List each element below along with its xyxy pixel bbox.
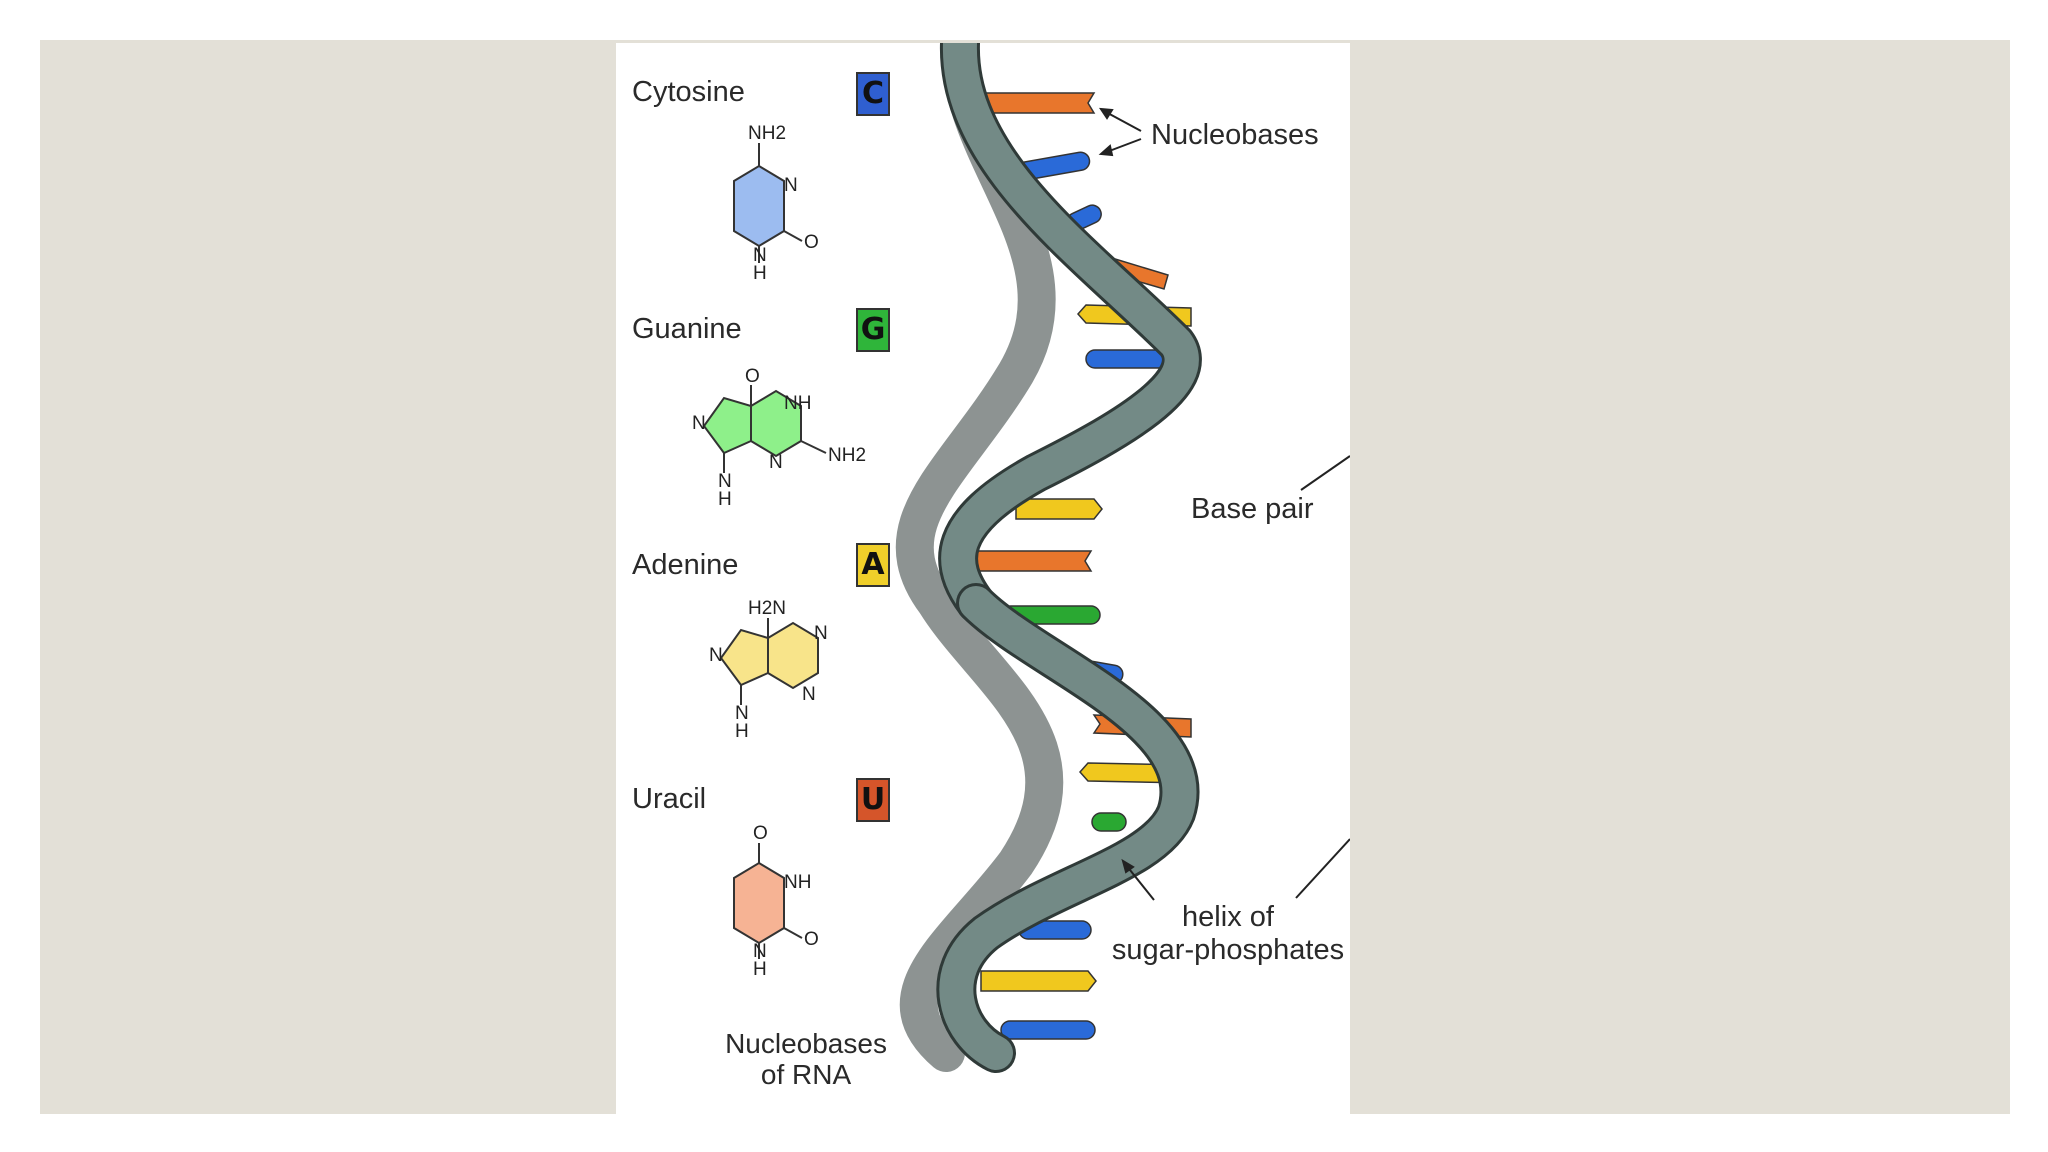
caption-line1: Nucleobases — [725, 1028, 887, 1059]
guanine-structure — [702, 385, 827, 473]
adenine-structure — [719, 618, 819, 705]
guanine-atom-o: O — [745, 366, 760, 387]
helix-label-line2: sugar-phosphates — [1111, 934, 1345, 966]
uracil-atom-n-bottom: N — [753, 941, 767, 962]
guanine-atom-n-bottom: N — [718, 471, 732, 492]
uracil-badge: U — [856, 778, 890, 822]
helix-backbone-front — [936, 43, 1202, 1073]
rung-blue-6 — [1000, 1020, 1096, 1040]
cytosine-atom-o: O — [804, 232, 819, 253]
uracil-name: Uracil — [632, 783, 707, 815]
helix-label-line1: helix of — [1182, 901, 1274, 933]
rung-yellow-2 — [1015, 498, 1103, 520]
guanine-atom-h: H — [718, 489, 732, 510]
adenine-atom-n-bottom: N — [735, 703, 749, 724]
helix-backbone-rear — [895, 43, 1064, 1072]
uracil-structure — [733, 843, 803, 959]
rung-orange-1 — [985, 92, 1096, 114]
guanine-name: Guanine — [632, 313, 742, 345]
cytosine-structure — [733, 143, 803, 263]
rna-diagram-panel: Cytosine C Guanine G Adenine A Uracil U … — [616, 43, 1350, 1114]
cytosine-atom-n-bottom: N — [753, 245, 767, 266]
adenine-atom-h: H — [735, 721, 749, 742]
cytosine-badge: C — [856, 72, 890, 116]
uracil-atom-o: O — [753, 823, 768, 844]
nucleobases-caption: Nucleobases of RNA — [681, 1028, 931, 1090]
adenine-badge: A — [856, 543, 890, 587]
adenine-atom-n-right-bottom: N — [802, 684, 816, 705]
adenine-atom-n-right-top: N — [814, 623, 828, 644]
cytosine-atom-h: H — [753, 263, 767, 284]
adenine-atom-h2n: H2N — [748, 598, 786, 619]
guanine-atom-n-mid: N — [769, 452, 783, 473]
rung-green-2 — [1091, 812, 1127, 832]
helix-label: helix of sugar-phosphates — [1111, 901, 1345, 967]
cytosine-atom-n: N — [784, 175, 798, 196]
adenine-atom-n-left: N — [709, 645, 723, 666]
nucleobases-label: Nucleobases — [1151, 119, 1319, 151]
uracil-atom-nh: NH — [784, 872, 811, 893]
guanine-badge: G — [856, 308, 890, 352]
base-pair-label: Base pair — [1191, 493, 1314, 525]
uracil-atom-o-right: O — [804, 929, 819, 950]
uracil-atom-h: H — [753, 959, 767, 980]
diagram-graphics: NH2 N O N H O NH NH2 N N N H H2N N N N N — [692, 43, 1350, 1073]
guanine-atom-nh: NH — [784, 393, 811, 414]
adenine-name: Adenine — [632, 549, 739, 581]
annotation-lines — [1098, 107, 1350, 901]
caption-line2: of RNA — [760, 1059, 852, 1090]
rung-yellow-4 — [980, 970, 1097, 992]
guanine-atom-nh2: NH2 — [828, 445, 866, 466]
rung-orange-3 — [975, 550, 1093, 572]
guanine-atom-n-left: N — [692, 413, 706, 434]
cytosine-name: Cytosine — [632, 76, 745, 108]
cytosine-atom-nh2: NH2 — [748, 123, 786, 144]
